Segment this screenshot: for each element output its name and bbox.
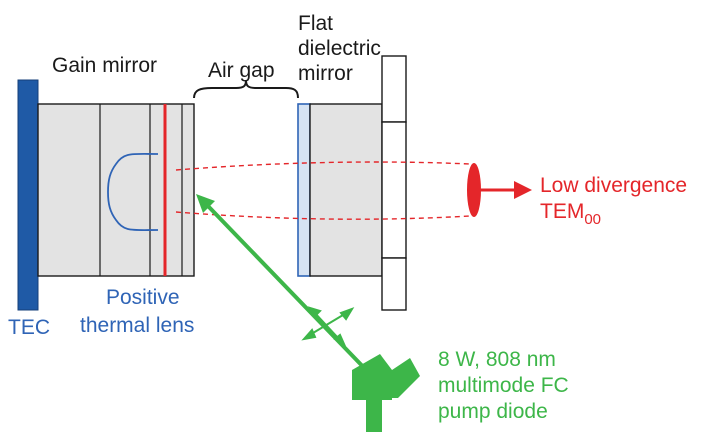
pump-label-line3: pump diode xyxy=(438,400,548,423)
pump-label-line2: multimode FC xyxy=(438,374,569,397)
tec-plate xyxy=(17,79,39,311)
pump-beam xyxy=(196,194,374,378)
tem-main-text: TEM xyxy=(540,200,584,223)
flat-mirror-label-line2: dielectric xyxy=(298,37,381,60)
output-label-tem: TEM00 xyxy=(540,200,601,228)
tem-subscript-text: 00 xyxy=(584,211,601,228)
output-arrow xyxy=(481,181,532,199)
flat-mirror-label-line1: Flat xyxy=(298,12,333,35)
output-lens xyxy=(467,163,481,217)
air-gap-brace xyxy=(193,79,299,99)
polarization-arrows xyxy=(301,306,355,347)
thermal-lens-profile xyxy=(107,152,159,232)
gain-mirror-label: Gain mirror xyxy=(52,54,157,77)
thermal-lens-label-line2: thermal lens xyxy=(80,314,194,337)
air-gap-label: Air gap xyxy=(208,59,275,82)
output-label-line1: Low divergence xyxy=(540,174,687,197)
tec-label: TEC xyxy=(8,316,50,339)
mirror-mount xyxy=(381,55,407,311)
flat-dielectric-mirror xyxy=(297,103,383,277)
flat-mirror-label-line3: mirror xyxy=(298,62,353,85)
pump-label-line1: 8 W, 808 nm xyxy=(438,348,556,371)
gain-mirror-block xyxy=(37,103,195,277)
pump-diode xyxy=(352,354,420,432)
thermal-lens-label-line1: Positive xyxy=(106,286,180,309)
